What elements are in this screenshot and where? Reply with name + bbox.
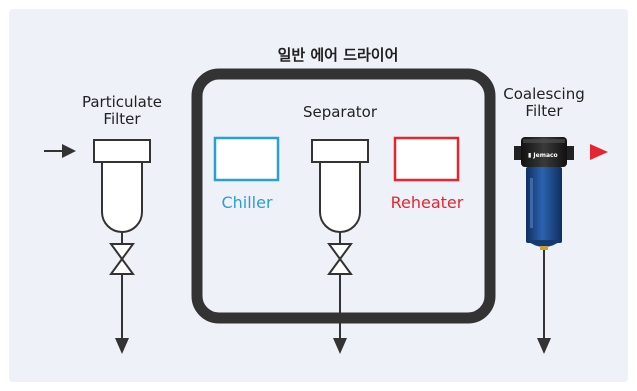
particulate-drain	[109, 232, 135, 340]
coalescing-drain	[537, 250, 551, 354]
separator-head	[311, 139, 369, 163]
particulate-filter-label: Particulate Filter	[81, 93, 162, 128]
reheater-box	[393, 136, 460, 182]
separator	[311, 139, 369, 233]
separator-drain	[327, 232, 353, 340]
separator-valve-lower	[327, 257, 353, 275]
chiller-box	[213, 136, 280, 182]
reheater-label: Reheater	[390, 193, 464, 212]
separator-label: Separator	[302, 103, 378, 121]
separator-bowl	[319, 161, 361, 233]
inlet-arrow	[44, 144, 76, 158]
coalescing-filter-image: ▮ Jemaco	[514, 137, 574, 250]
chiller-label: Chiller	[221, 193, 273, 212]
separator-drain-arrow	[333, 338, 347, 354]
particulate-filter	[93, 139, 151, 233]
particulate-filter-head	[93, 139, 151, 163]
outlet-arrow	[590, 144, 608, 160]
coalescing-brand-logo: ▮ Jemaco	[528, 152, 558, 159]
dryer-enclosure	[191, 68, 496, 324]
separator-valve-upper	[327, 243, 353, 261]
dryer-title: 일반 에어 드라이어	[277, 46, 399, 64]
coalescing-filter-label: Coalescing Filter	[503, 85, 585, 120]
particulate-valve-upper	[109, 243, 135, 261]
particulate-valve-lower	[109, 257, 135, 275]
particulate-filter-bowl	[101, 161, 143, 233]
coalescing-drain-arrow	[537, 338, 551, 354]
particulate-drain-arrow	[115, 338, 129, 354]
